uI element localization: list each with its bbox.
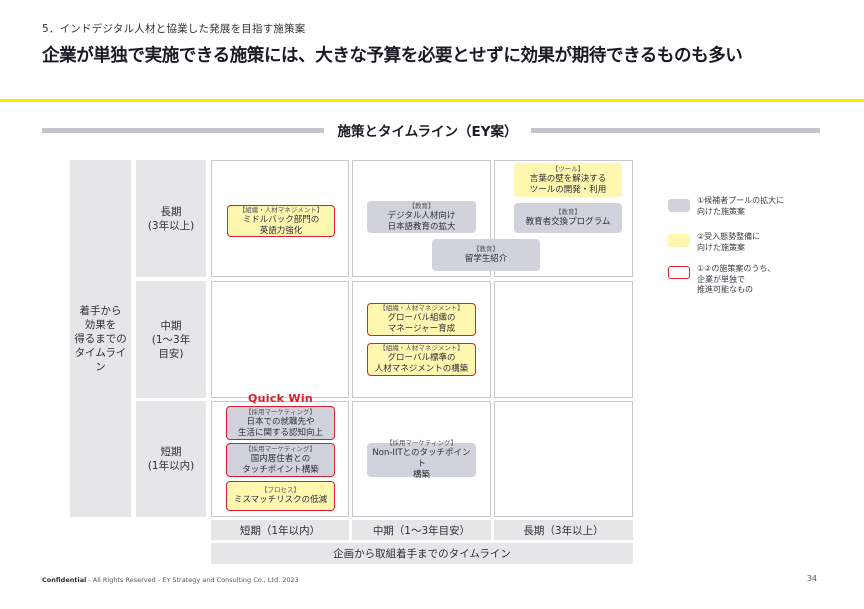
title-rule-left	[42, 128, 324, 133]
grid-cell	[352, 281, 491, 398]
card-text: ミスマッチリスクの低減	[233, 495, 328, 505]
footer-copyright: Confidential - All Rights Reserved - EY …	[42, 576, 299, 584]
column-header-mid: 中期（1～3年目安）	[352, 520, 491, 540]
measure-card-touch-domestic: 【採用マーケティング】 国内居住者との タッチポイント構築	[226, 443, 335, 477]
legend-swatch-yellow	[668, 234, 690, 247]
y-axis-label: 着手から 効果を 得るまでの タイムライン	[70, 160, 131, 517]
card-text: 言葉の壁を解決する ツールの開発・利用	[529, 173, 607, 195]
row-header-long-text: 長期 (3年以上)	[147, 205, 195, 232]
card-tag: 【採用マーケティング】	[245, 444, 316, 453]
y-axis-label-text: 着手から 効果を 得るまでの タイムライン	[74, 304, 127, 373]
grid-cell	[494, 281, 633, 398]
row-header-mid-text: 中期 (1～3年 目安)	[151, 319, 191, 360]
title-rule-right	[531, 128, 820, 133]
card-text: ミドルバック部門の 英語力強化	[242, 214, 320, 236]
measure-card-global-std: 【組織・人材マネジメント】 グローバル標準の 人材マネジメントの構築	[367, 343, 476, 376]
card-text: グローバル組織の マネージャー育成	[387, 313, 456, 334]
yellow-divider	[0, 99, 864, 102]
measure-card-touch-nonit: 【採用マーケティング】 Non-IITとのタッチポイント 構築	[367, 439, 476, 480]
card-text: 留学生紹介	[464, 254, 508, 264]
measure-card-tool: 【ツール】 言葉の壁を解決する ツールの開発・利用	[514, 163, 622, 197]
measure-card-exchange: 【教育】 教育者交換プログラム	[514, 203, 622, 233]
row-header-short-text: 短期 (1年以内)	[147, 446, 195, 472]
card-text: 教育者交換プログラム	[525, 217, 611, 227]
legend-swatch-red-outline	[668, 266, 690, 279]
card-tag: 【プロセス】	[261, 486, 300, 494]
page-number: 34	[806, 574, 817, 583]
measure-card-global-org: 【組織・人材マネジメント】 グローバル組織の マネージャー育成	[367, 303, 476, 336]
card-tag: 【採用マーケティング】	[386, 439, 457, 447]
column-header-long: 長期（3年以上）	[494, 520, 633, 540]
card-text: グローバル標準の 人材マネジメントの構築	[374, 353, 469, 374]
measure-card-english: 【組織・人材マネジメント】 ミドルバック部門の 英語力強化	[227, 205, 335, 237]
card-tag: 【組織・人材マネジメント】	[379, 344, 464, 352]
measure-card-study-abroad: 【教育】 留学生紹介	[432, 239, 540, 271]
card-text: デジタル人材向け 日本語教育の拡大	[387, 210, 456, 232]
footer-rights: - All Rights Reserved - EY Strategy and …	[86, 576, 299, 584]
grid-cell	[211, 281, 349, 398]
card-tag: 【組織・人材マネジメント】	[238, 205, 324, 214]
quick-win-label: Quick Win	[248, 392, 314, 405]
legend-text-acceptance: ②受入態勢整備に 向けた施策案	[697, 232, 761, 252]
row-header-short: 短期 (1年以内)	[136, 401, 206, 517]
grid-cell	[494, 401, 633, 517]
row-header-long: 長期 (3年以上)	[136, 160, 206, 277]
card-tag: 【教育】	[473, 245, 499, 253]
measure-card-jp-edu: 【教育】 デジタル人材向け 日本語教育の拡大	[367, 201, 476, 233]
column-header-short: 短期（1年以内）	[211, 520, 349, 540]
card-text: 日本での就職先や 生活に関する認知向上	[237, 416, 323, 438]
x-axis-label: 企画から取組着手までのタイムライン	[211, 543, 633, 564]
page-headline: 企業が単独で実施できる施策には、大きな予算を必要とせずに効果が期待できるものも多…	[42, 46, 743, 66]
card-text: 国内居住者との タッチポイント構築	[242, 453, 319, 475]
card-text: Non-IITとのタッチポイント 構築	[372, 448, 471, 480]
legend-swatch-gray	[668, 199, 690, 212]
chart-title: 施策とタイムライン（EY案）	[337, 124, 518, 140]
footer-confidential: Confidential	[42, 576, 87, 584]
row-header-mid: 中期 (1～3年 目安)	[136, 281, 206, 398]
card-tag: 【教育】	[408, 201, 435, 210]
card-tag: 【採用マーケティング】	[245, 407, 316, 416]
measure-card-jobs: 【採用マーケティング】 日本での就職先や 生活に関する認知向上	[226, 406, 335, 440]
measure-card-mismatch: 【プロセス】 ミスマッチリスクの低減	[226, 481, 335, 511]
legend-text-pool: ①候補者プールの拡大に 向けた施策案	[697, 196, 785, 216]
card-tag: 【ツール】	[551, 164, 585, 173]
section-label: 5．インドデジタル人材と協業した発展を目指す施策案	[42, 23, 306, 35]
legend-text-standalone: ①②の施策案のうち、 企業が単独で 推進可能なもの	[697, 264, 776, 294]
card-tag: 【組織・人材マネジメント】	[379, 304, 464, 312]
card-tag: 【教育】	[555, 208, 581, 216]
